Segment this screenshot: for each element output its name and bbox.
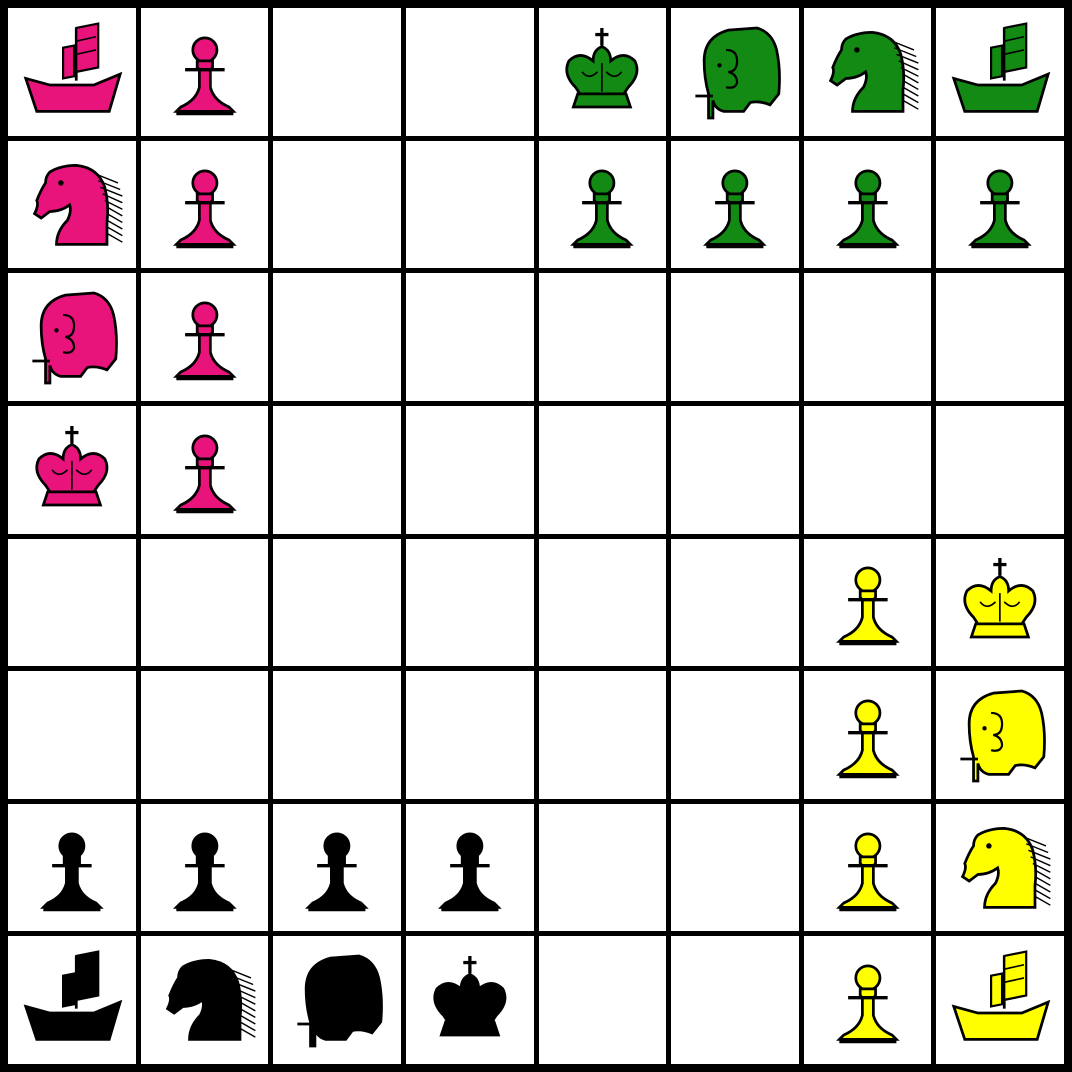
board-square-5-1[interactable] <box>8 539 136 667</box>
green-pawn-icon[interactable] <box>547 150 657 260</box>
board-square-6-6[interactable] <box>671 671 799 799</box>
pink-horse-icon[interactable] <box>17 150 127 260</box>
board-square-7-7[interactable] <box>804 804 932 932</box>
board-square-6-8[interactable] <box>936 671 1064 799</box>
board-square-2-4[interactable] <box>406 141 534 269</box>
board-square-8-4[interactable] <box>406 936 534 1064</box>
yellow-horse-icon[interactable] <box>945 813 1055 923</box>
black-horse-icon[interactable] <box>150 945 260 1055</box>
board-square-5-5[interactable] <box>539 539 667 667</box>
board-square-7-3[interactable] <box>273 804 401 932</box>
board-square-8-3[interactable] <box>273 936 401 1064</box>
board-square-2-2[interactable] <box>141 141 269 269</box>
black-boat-icon[interactable] <box>17 945 127 1055</box>
yellow-boat-icon[interactable] <box>945 945 1055 1055</box>
green-pawn-icon[interactable] <box>945 150 1055 260</box>
board-square-8-8[interactable] <box>936 936 1064 1064</box>
pink-pawn-icon[interactable] <box>150 282 260 392</box>
board-square-3-8[interactable] <box>936 273 1064 401</box>
pink-pawn-icon[interactable] <box>150 150 260 260</box>
board-square-4-7[interactable] <box>804 406 932 534</box>
board-square-5-2[interactable] <box>141 539 269 667</box>
green-king-icon[interactable] <box>547 17 657 127</box>
board-square-8-1[interactable] <box>8 936 136 1064</box>
board-square-8-5[interactable] <box>539 936 667 1064</box>
black-pawn-icon[interactable] <box>150 813 260 923</box>
board-square-7-1[interactable] <box>8 804 136 932</box>
green-boat-icon[interactable] <box>945 17 1055 127</box>
board-square-5-6[interactable] <box>671 539 799 667</box>
board-square-2-1[interactable] <box>8 141 136 269</box>
board-square-3-6[interactable] <box>671 273 799 401</box>
board-square-7-6[interactable] <box>671 804 799 932</box>
board-square-5-8[interactable] <box>936 539 1064 667</box>
yellow-king-icon[interactable] <box>945 547 1055 657</box>
green-elephant-icon[interactable] <box>680 17 790 127</box>
board-square-3-7[interactable] <box>804 273 932 401</box>
board-square-3-2[interactable] <box>141 273 269 401</box>
board-square-2-3[interactable] <box>273 141 401 269</box>
board-square-4-2[interactable] <box>141 406 269 534</box>
board-square-6-7[interactable] <box>804 671 932 799</box>
board-square-1-3[interactable] <box>273 8 401 136</box>
board-square-7-8[interactable] <box>936 804 1064 932</box>
board-square-3-3[interactable] <box>273 273 401 401</box>
board-square-4-6[interactable] <box>671 406 799 534</box>
board-square-1-5[interactable] <box>539 8 667 136</box>
board-square-1-6[interactable] <box>671 8 799 136</box>
board-square-5-4[interactable] <box>406 539 534 667</box>
board-square-3-5[interactable] <box>539 273 667 401</box>
board-square-4-1[interactable] <box>8 406 136 534</box>
pink-boat-icon[interactable] <box>17 17 127 127</box>
black-king-icon[interactable] <box>415 945 525 1055</box>
green-pawn-icon[interactable] <box>813 150 923 260</box>
board-square-5-7[interactable] <box>804 539 932 667</box>
board-square-4-3[interactable] <box>273 406 401 534</box>
board-square-8-7[interactable] <box>804 936 932 1064</box>
board-square-1-8[interactable] <box>936 8 1064 136</box>
board-square-7-5[interactable] <box>539 804 667 932</box>
pink-elephant-icon[interactable] <box>17 282 127 392</box>
board-square-6-5[interactable] <box>539 671 667 799</box>
black-pawn-icon[interactable] <box>282 813 392 923</box>
board-square-1-4[interactable] <box>406 8 534 136</box>
black-elephant-icon[interactable] <box>282 945 392 1055</box>
board-square-2-8[interactable] <box>936 141 1064 269</box>
pink-pawn-icon[interactable] <box>150 17 260 127</box>
board-square-7-2[interactable] <box>141 804 269 932</box>
board-square-1-2[interactable] <box>141 8 269 136</box>
pink-king-icon[interactable] <box>17 415 127 525</box>
board-square-6-3[interactable] <box>273 671 401 799</box>
board-square-6-4[interactable] <box>406 671 534 799</box>
board-square-5-3[interactable] <box>273 539 401 667</box>
board-square-1-1[interactable] <box>8 8 136 136</box>
yellow-pawn-icon[interactable] <box>813 680 923 790</box>
board-square-3-4[interactable] <box>406 273 534 401</box>
board-square-7-4[interactable] <box>406 804 534 932</box>
black-pawn-icon[interactable] <box>17 813 127 923</box>
board-square-6-1[interactable] <box>8 671 136 799</box>
board-square-8-6[interactable] <box>671 936 799 1064</box>
yellow-pawn-icon[interactable] <box>813 547 923 657</box>
board-square-2-5[interactable] <box>539 141 667 269</box>
board-square-6-2[interactable] <box>141 671 269 799</box>
black-pawn-icon[interactable] <box>415 813 525 923</box>
board-square-8-2[interactable] <box>141 936 269 1064</box>
board-square-3-1[interactable] <box>8 273 136 401</box>
board-square-2-7[interactable] <box>804 141 932 269</box>
pink-pawn-icon[interactable] <box>150 415 260 525</box>
green-horse-icon[interactable] <box>813 17 923 127</box>
green-pawn-icon[interactable] <box>680 150 790 260</box>
board-square-1-7[interactable] <box>804 8 932 136</box>
board-square-4-8[interactable] <box>936 406 1064 534</box>
yellow-pawn-icon[interactable] <box>813 813 923 923</box>
board-square-2-6[interactable] <box>671 141 799 269</box>
yellow-pawn-icon[interactable] <box>813 945 923 1055</box>
board-square-4-4[interactable] <box>406 406 534 534</box>
yellow-elephant-icon[interactable] <box>945 680 1055 790</box>
board-square-4-5[interactable] <box>539 406 667 534</box>
